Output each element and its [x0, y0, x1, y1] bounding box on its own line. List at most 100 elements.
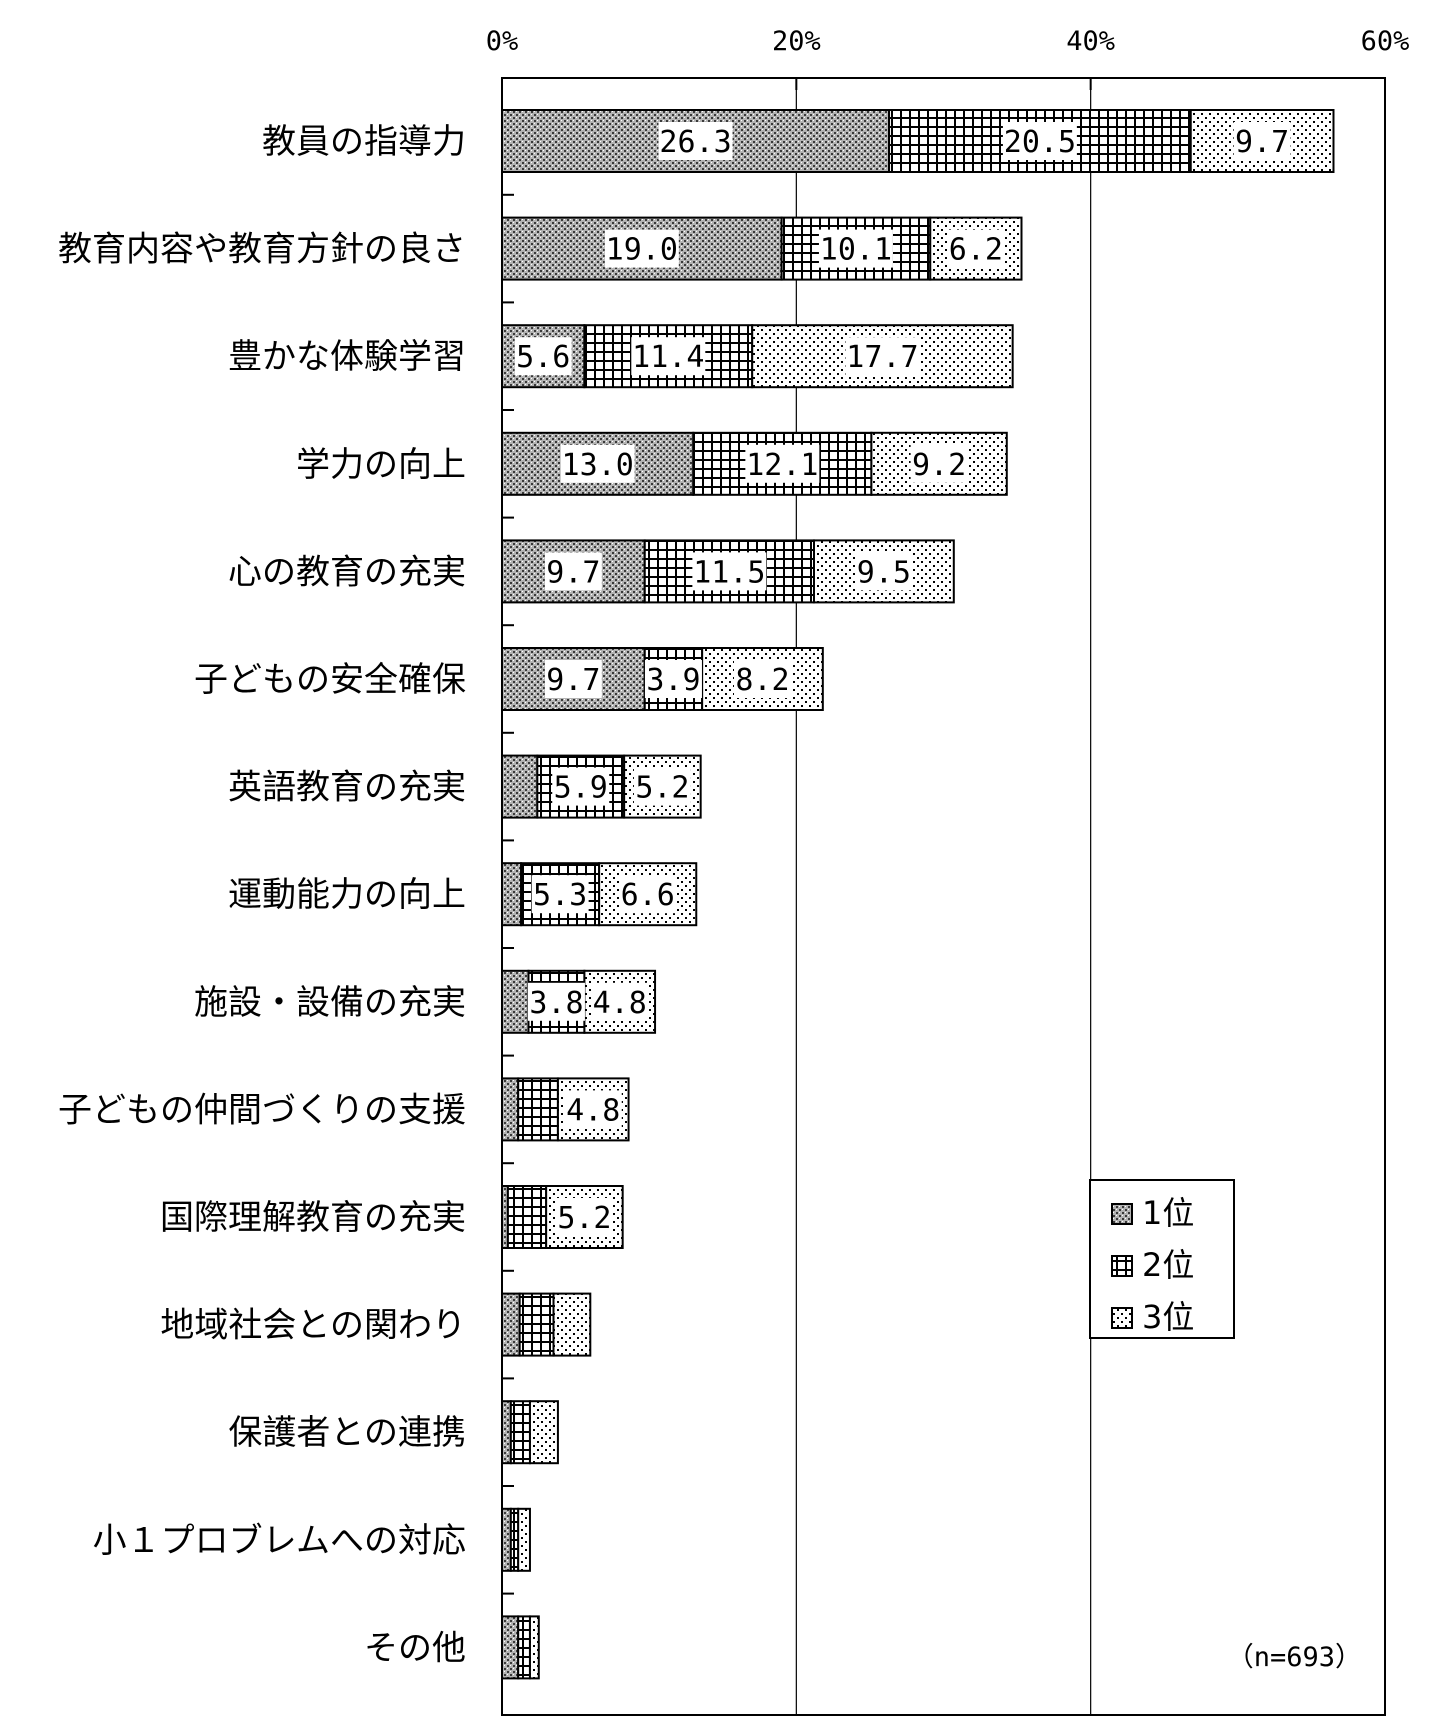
value-label-bg [591, 982, 649, 1021]
legend-swatch [1111, 1307, 1133, 1329]
axes: 0% 20% 40% 60% 教員の指導力教育内容や教育方針の良さ豊かな体験学習学力の向… [58, 26, 1410, 1716]
value-label: 10.1 [820, 233, 892, 268]
value-label-bg [818, 229, 893, 268]
value-label: 4.8 [593, 986, 647, 1021]
bar-segment [509, 1507, 520, 1572]
value-label-bg [947, 229, 1005, 268]
grid-lines [795, 78, 1092, 1715]
category-label: 子どもの安全確保 [194, 660, 466, 700]
value-label-bg [845, 337, 920, 376]
value-label-bg [855, 552, 913, 591]
value-label: 20.5 [1004, 125, 1076, 160]
category-label: 国際理解教育の充実 [160, 1198, 466, 1238]
value-label: 17.7 [846, 340, 918, 375]
value-label: 9.2 [912, 448, 966, 483]
bar-segment [528, 1615, 540, 1680]
category-label: 英語教育の充実 [228, 768, 466, 808]
value-label: 5.2 [635, 771, 689, 806]
bar-segment [552, 1292, 592, 1357]
legend-swatch [1111, 1203, 1133, 1225]
value-label: 3.9 [646, 663, 700, 698]
bar-segment [501, 1292, 521, 1357]
value-label: 11.5 [693, 555, 765, 590]
category-label: 地域社会との関わり [160, 1306, 466, 1346]
x-tick-label: 40% [1066, 26, 1115, 57]
value-label-bg [564, 1090, 622, 1129]
bar-segment [501, 1400, 512, 1465]
value-label-bg [733, 660, 791, 698]
plot-frame [501, 77, 1386, 1716]
value-label-bg [692, 552, 767, 591]
value-label-bg [552, 767, 610, 806]
value-labels: 26.3 20.5 9.7 19.0 10.1 6.2 5.6 11.4 17.7 13.0 12.… [514, 122, 1291, 1236]
value-label-bg [531, 875, 589, 914]
value-label: 6.6 [621, 878, 675, 913]
category-label: 運動能力の向上 [228, 875, 466, 915]
value-label: 9.5 [857, 555, 911, 590]
category-label: 心の教育の充実 [228, 552, 466, 592]
legend-label: 2位 [1142, 1246, 1194, 1284]
bar-segment [501, 1615, 520, 1680]
value-label-bg [527, 982, 585, 1021]
legend-swatch [1111, 1255, 1133, 1277]
value-label: 11.4 [632, 340, 704, 375]
category-label: 豊かな体験学習 [228, 337, 466, 377]
category-label: 保護者との連携 [228, 1413, 466, 1453]
bar-segment [501, 754, 539, 819]
category-label: 学力の向上 [296, 445, 466, 485]
bar-segment [598, 862, 698, 927]
value-label: 13.0 [562, 448, 634, 483]
legend: 1位 2位 3位 [1089, 1179, 1235, 1339]
value-label-bg [544, 660, 602, 698]
category-label: 教育内容や教育方針の良さ [58, 230, 466, 270]
value-label: 5.3 [533, 878, 587, 913]
category-label: 施設・設備の充実 [194, 983, 466, 1023]
bar-segment [501, 431, 695, 496]
legend-label: 3位 [1142, 1298, 1194, 1336]
value-label: 5.9 [554, 771, 608, 806]
value-label-bg [1233, 122, 1291, 160]
value-label-bg [555, 1198, 613, 1236]
sample-size-note: （n=693） [1227, 1642, 1362, 1673]
value-label: 4.8 [566, 1093, 620, 1128]
value-label: 8.2 [735, 663, 789, 698]
value-label: 5.2 [557, 1201, 611, 1236]
bar-segment [509, 1400, 531, 1465]
value-label: 26.3 [659, 125, 731, 160]
bar-segment [517, 1507, 531, 1572]
value-label-bg [910, 444, 968, 483]
value-label-bg [631, 337, 706, 376]
value-label-bg [619, 875, 677, 914]
value-label-bg [514, 337, 572, 376]
value-label-bg [644, 660, 702, 698]
bar-segment [501, 1507, 512, 1572]
value-label: 9.7 [1235, 125, 1289, 160]
value-label-bg [658, 122, 733, 160]
bar-segment [517, 1077, 559, 1142]
value-label: 6.2 [949, 233, 1003, 268]
category-label: 小１プロブレムへの対応 [93, 1521, 466, 1561]
bar-segment [518, 1292, 555, 1357]
value-label-bg [544, 552, 602, 591]
category-label: その他 [364, 1628, 466, 1668]
value-label-bg [604, 229, 679, 268]
x-tick-label: 0% [486, 26, 519, 57]
x-tick-label: 60% [1361, 26, 1410, 57]
category-label: 教員の指導力 [262, 122, 466, 162]
value-label: 12.1 [746, 448, 818, 483]
value-label: 9.7 [546, 555, 600, 590]
x-tick-label: 20% [772, 26, 821, 57]
bar-segment [517, 1615, 531, 1680]
legend-label: 1位 [1142, 1194, 1194, 1232]
bar-segment [501, 969, 530, 1034]
value-label-bg [745, 444, 820, 483]
value-label-bg [633, 767, 691, 806]
bar-segment [528, 1400, 559, 1465]
value-label: 5.6 [516, 340, 570, 375]
bar-segment [506, 1185, 548, 1249]
value-label: 3.8 [529, 986, 583, 1021]
value-label-bg [1002, 122, 1077, 160]
bar-segment [501, 862, 523, 927]
value-label: 19.0 [606, 233, 678, 268]
